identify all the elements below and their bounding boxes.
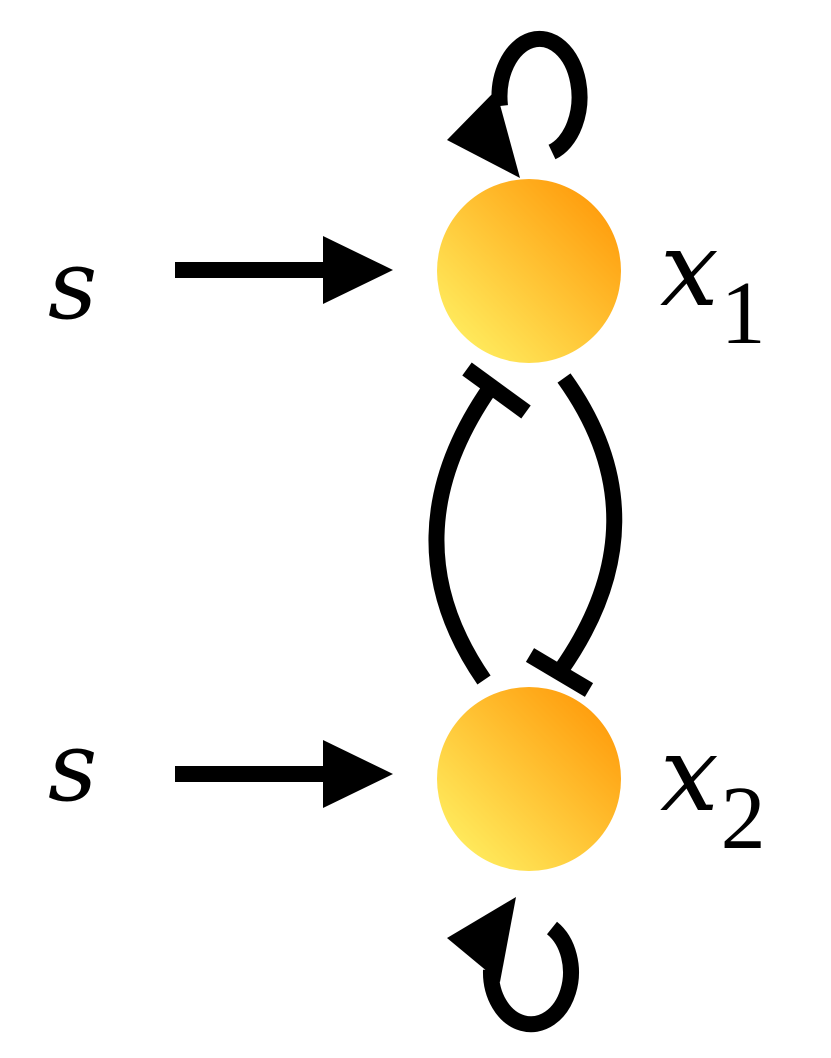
node-label-x1-sub: 1 bbox=[721, 264, 766, 363]
node-label-x2-var: x bbox=[660, 713, 719, 835]
self-activation-loop-x1 bbox=[447, 30, 588, 178]
node-label-x1-var: x bbox=[660, 208, 719, 330]
node-x1 bbox=[437, 179, 621, 363]
inhibition-edge-x1-to-x2 bbox=[525, 373, 623, 697]
input-arrow-to-x2 bbox=[175, 740, 393, 808]
input-arrow-to-x1 bbox=[175, 236, 393, 304]
node-x2 bbox=[437, 687, 621, 871]
inhibition-edge-x2-to-x1 bbox=[428, 362, 531, 685]
node-label-x2: x2 bbox=[660, 713, 766, 868]
node-label-x2-sub: 2 bbox=[721, 769, 766, 868]
input-label-bottom: s bbox=[48, 711, 97, 823]
input-label-top: s bbox=[48, 229, 97, 341]
self-activation-loop-x2 bbox=[447, 897, 579, 1033]
node-label-x1: x1 bbox=[660, 208, 766, 363]
